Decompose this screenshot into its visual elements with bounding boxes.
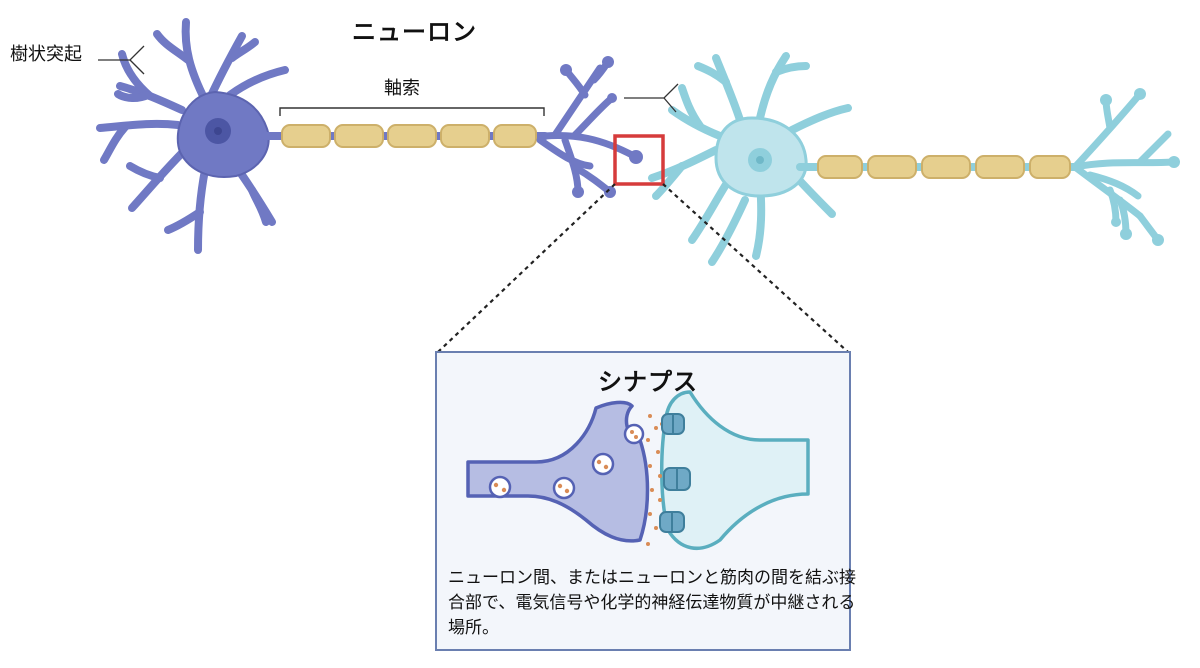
synapse-description: ニューロン間、またはニューロンと筋肉の間を結ぶ接合部で、電気信号や化学的神経伝達…: [448, 568, 856, 638]
presynaptic-terminal: [466, 400, 650, 543]
dendrite-pointer: [98, 45, 145, 75]
right-dendrite-pointer: [624, 83, 679, 113]
synaptic-vesicles: [488, 423, 645, 500]
diagram-title: ニューロン: [352, 18, 477, 46]
right-terminal-buttons: [1100, 88, 1180, 246]
right-myelin-sheaths: [817, 155, 1071, 179]
dendrite-label: 樹状突起: [10, 44, 82, 65]
axon-bracket: [279, 107, 545, 116]
synapse-highlight-box: [613, 134, 665, 186]
left-dendrites: [96, 18, 289, 254]
synapse-title: シナプス: [598, 368, 698, 396]
presynaptic-neuron: [96, 18, 643, 254]
left-axon-terminals: [536, 58, 638, 196]
zoom-lines: [437, 183, 849, 353]
postsynaptic-neuron: [648, 52, 1180, 266]
receptors: [659, 413, 691, 533]
right-axon-terminals: [1071, 90, 1178, 244]
postsynaptic-terminal: [659, 390, 810, 550]
axon-label: 軸索: [384, 78, 420, 99]
left-terminal-buttons: [560, 56, 643, 198]
left-myelin-sheaths: [281, 124, 537, 148]
